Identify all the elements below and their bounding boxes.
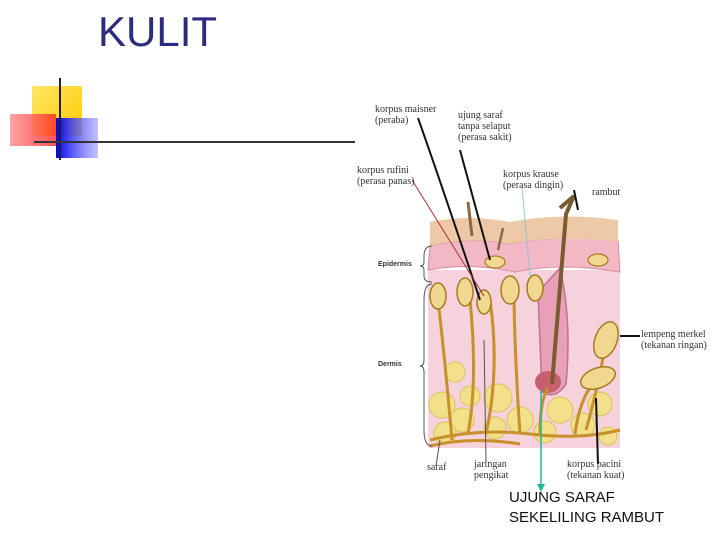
label-line: saraf bbox=[427, 462, 447, 473]
label-line: korpus maisner bbox=[375, 104, 437, 115]
title-decoration bbox=[10, 78, 355, 160]
label-line: pengikat bbox=[474, 470, 509, 481]
label-korpus-pacini: korpus pacini (tekanan kuat) bbox=[567, 459, 624, 481]
label-ujung-saraf-tanpa: ujung saraf tanpa selaput (perasa sakit) bbox=[458, 110, 512, 143]
label-line: (tekanan ringan) bbox=[641, 340, 707, 351]
label-line: ujung saraf bbox=[458, 110, 503, 121]
blue-square bbox=[56, 118, 98, 158]
label-line: (peraba) bbox=[375, 115, 409, 126]
epidermis-layer bbox=[427, 237, 621, 273]
label-rambut: rambut bbox=[592, 187, 620, 198]
label-lempeng-merkel: lempeng merkel (tekanan ringan) bbox=[641, 329, 707, 351]
krause-bulb-2 bbox=[587, 253, 609, 267]
hair-shaft bbox=[550, 194, 576, 385]
pointer-lines bbox=[417, 117, 640, 465]
label-korpus-rufini: korpus rufini (perasa panas) bbox=[357, 165, 414, 187]
label-line: jaringan bbox=[474, 459, 507, 470]
dermis-bracket bbox=[419, 283, 433, 447]
diagram-caption: UJUNG SARAF SEKELILING RAMBUT bbox=[509, 488, 664, 528]
epidermis-bracket bbox=[419, 245, 433, 283]
caption-line-1: UJUNG SARAF bbox=[509, 489, 615, 506]
krause-bulb bbox=[484, 255, 506, 269]
label-line: lempeng merkel bbox=[641, 329, 706, 340]
layer-label-epidermis: Epidermis bbox=[378, 261, 412, 268]
label-korpus-krause: korpus krause (perasa dingin) bbox=[503, 169, 563, 191]
label-jaringan-pengikat: jaringan pengikat bbox=[474, 459, 508, 481]
skin-diagram bbox=[411, 117, 640, 492]
red-square bbox=[10, 114, 56, 146]
label-line: korpus pacini bbox=[567, 459, 622, 470]
label-line: (perasa dingin) bbox=[503, 180, 564, 191]
label-line: korpus rufini bbox=[357, 165, 409, 176]
label-line: (tekanan kuat) bbox=[567, 470, 625, 481]
page-title: KULIT bbox=[98, 8, 218, 55]
surface-layer bbox=[430, 216, 618, 246]
pacini-corpuscle bbox=[579, 366, 617, 390]
label-line: rambut bbox=[592, 187, 621, 198]
small-hair bbox=[466, 201, 474, 237]
pointer-lines-thin bbox=[411, 179, 531, 467]
merkel-disc bbox=[593, 321, 619, 359]
meissner-corpuscles bbox=[429, 274, 544, 315]
label-saraf: saraf bbox=[427, 462, 446, 473]
label-line: (perasa panas) bbox=[357, 176, 415, 187]
caption-line-2: SEKELILING RAMBUT bbox=[509, 509, 665, 526]
label-line: korpus krause bbox=[503, 169, 559, 180]
label-line: (perasa sakit) bbox=[458, 132, 512, 143]
small-hair-2 bbox=[496, 227, 505, 251]
label-line: tanpa selaput bbox=[458, 121, 511, 132]
layer-label-dermis: Dermis bbox=[378, 361, 402, 368]
label-korpus-maisner: korpus maisner (peraba) bbox=[375, 104, 436, 126]
caption-arrowhead bbox=[537, 484, 545, 492]
